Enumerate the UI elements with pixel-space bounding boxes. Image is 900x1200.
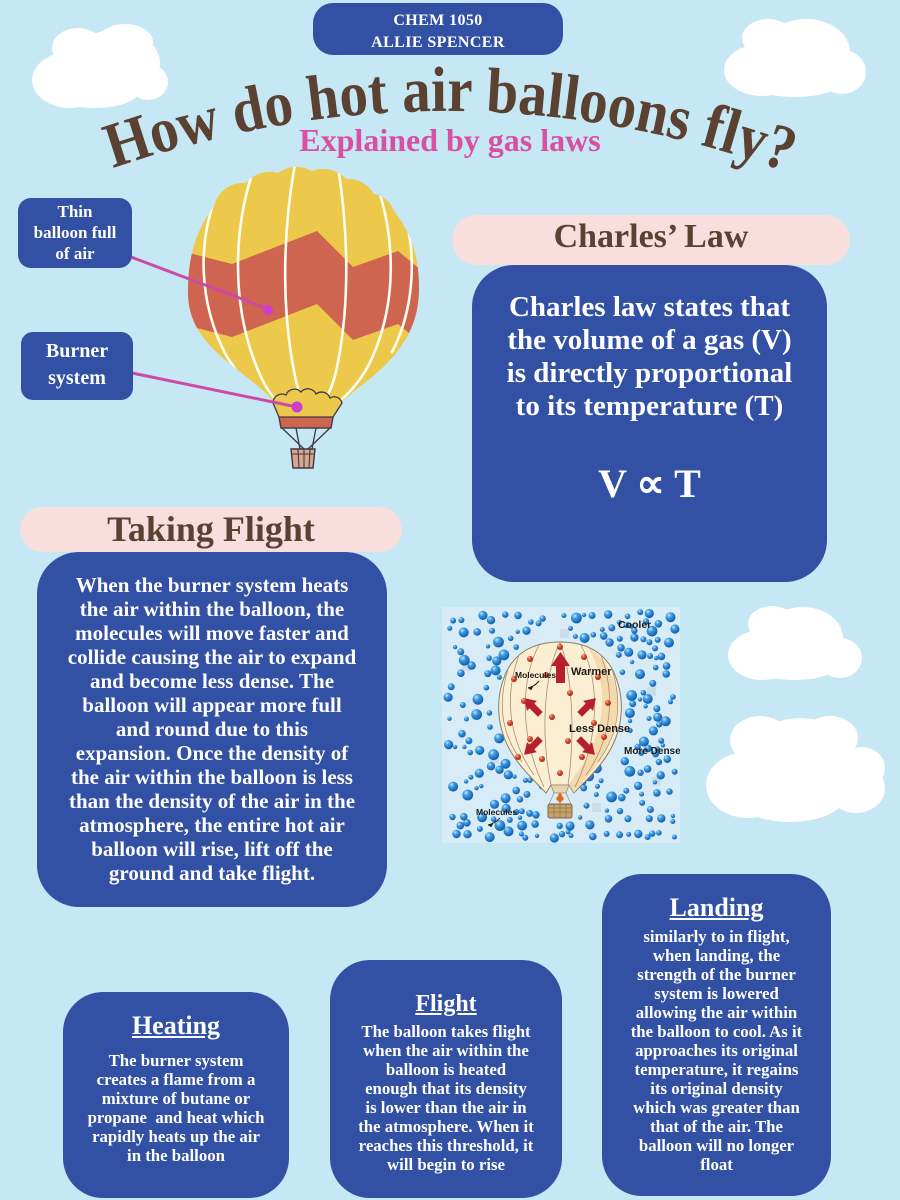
svg-text:Warmer: Warmer <box>571 666 612 678</box>
svg-text:Less Dense: Less Dense <box>569 723 630 735</box>
svg-text:More Dense: More Dense <box>624 746 680 757</box>
svg-text:Cooler: Cooler <box>618 619 651 631</box>
svg-text:Molecules: Molecules <box>515 670 556 680</box>
svg-text:Molecules: Molecules <box>476 807 517 817</box>
